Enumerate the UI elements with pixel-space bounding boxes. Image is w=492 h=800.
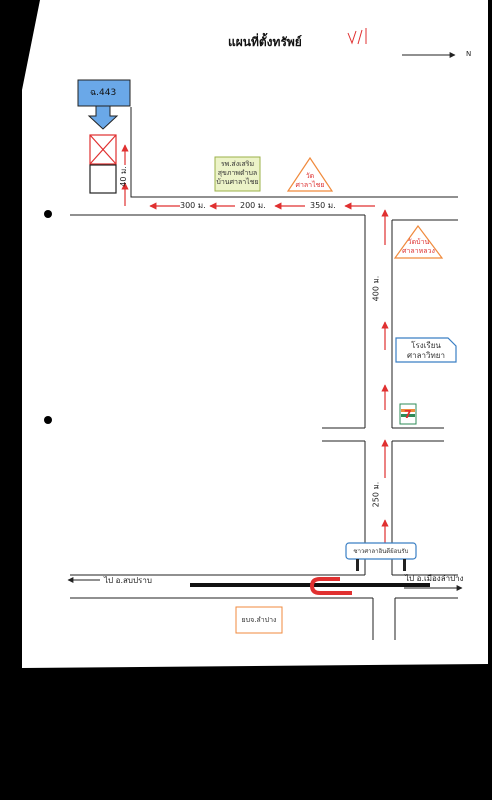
distance-250m: 250 ม. <box>371 481 381 508</box>
route-arrows <box>121 144 389 555</box>
health-center-box <box>214 156 261 192</box>
temple-salachai-marker <box>286 156 334 192</box>
distance-40m: 40 ม. <box>118 166 128 187</box>
distance-300m: 300 ม. <box>180 201 206 210</box>
punch-hole-top <box>44 210 52 218</box>
property-label: ฉ.443 <box>90 88 117 98</box>
temple-salaluang-label: วัดบ้าน ศาลาหลวง <box>402 238 435 255</box>
bus-stop-marker <box>345 542 417 560</box>
school-marker <box>395 337 457 363</box>
school-label: โรงเรียน ศาลาวิทยา <box>407 341 445 360</box>
police-label: ยบจ.ลำปาง <box>241 616 277 624</box>
temple-salaluang-marker <box>393 224 444 259</box>
u-turn-marker <box>309 577 352 595</box>
police-box <box>235 606 283 634</box>
handwritten-mark <box>347 28 367 45</box>
direction-right-label: ไป อ.เมืองลำปาง <box>405 574 464 583</box>
paper-sheet <box>22 0 488 668</box>
neighbor-plot <box>89 164 117 194</box>
health-center-label: รพ.ส่งเสริม สุขภาพตำบล บ้านศาลาไชย <box>216 160 259 186</box>
north-label: N <box>466 50 472 58</box>
distance-200m: 200 ม. <box>240 201 266 210</box>
punch-hole-bottom <box>44 416 52 424</box>
temple-salachai-label: วัด ศาลาไชย <box>295 172 325 189</box>
svg-text:7: 7 <box>404 408 412 421</box>
property-pointer-arrow <box>87 105 119 130</box>
distance-400m: 400 ม. <box>371 275 381 302</box>
map-title: แผนที่ตั้งทรัพย์ <box>228 35 302 49</box>
bus-stop-label: ซาวศาลาอินดีย้อนรับ <box>353 548 409 555</box>
direction-left-label: ไป อ.สบปราบ <box>104 576 152 585</box>
distance-350m: 350 ม. <box>310 201 336 210</box>
